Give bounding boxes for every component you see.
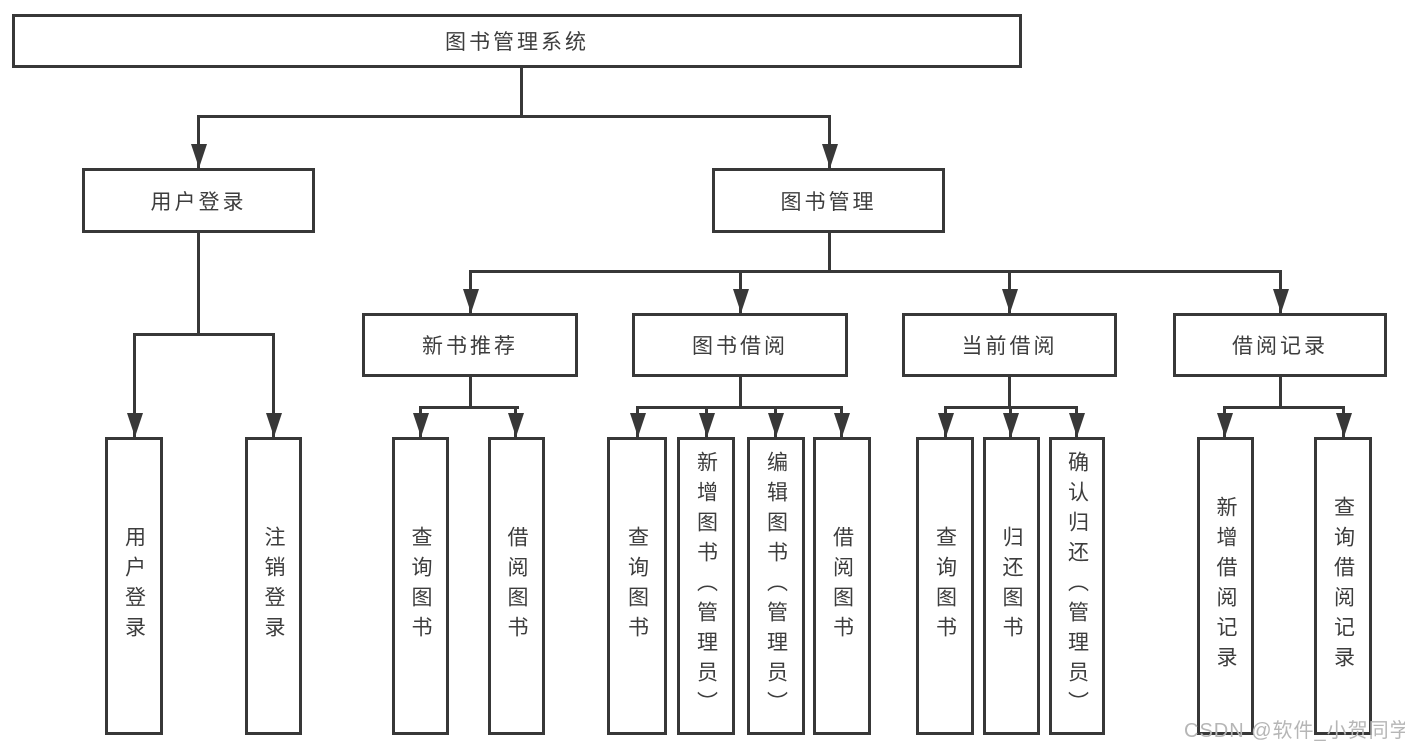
connector-line [197, 233, 200, 334]
node-borrow-records: 借阅记录 [1173, 313, 1387, 377]
connector-line [520, 68, 523, 117]
connector-line [1279, 377, 1282, 406]
node-book-borrow: 图书借阅 [632, 313, 848, 377]
connector-line [636, 406, 843, 409]
leaf-query-books-1: 查询图书 [392, 437, 449, 735]
connector-line [133, 336, 136, 437]
connector-line [469, 377, 472, 406]
leaf-add-borrow-record: 新增借阅记录 [1197, 437, 1254, 735]
connector-line [944, 406, 1078, 409]
leaf-query-books-3: 查询图书 [916, 437, 974, 735]
connector-line [1008, 377, 1011, 406]
leaf-add-books: 新增图书（管理员） [677, 437, 735, 735]
arrow-down-icon [507, 413, 524, 437]
arrow-down-icon [698, 413, 715, 437]
arrow-down-icon [1002, 413, 1019, 437]
arrow-down-icon [937, 413, 954, 437]
leaf-return-books: 归还图书 [983, 437, 1040, 735]
connector-line [133, 333, 275, 336]
leaf-edit-books: 编辑图书（管理员） [747, 437, 805, 735]
node-new-books: 新书推荐 [362, 313, 578, 377]
connector-line [1223, 406, 1345, 409]
connector-line [739, 377, 742, 406]
arrow-down-icon [1335, 413, 1352, 437]
arrow-down-icon [767, 413, 784, 437]
connector-line [419, 406, 519, 409]
node-root: 图书管理系统 [12, 14, 1022, 68]
arrow-down-icon [629, 413, 646, 437]
connector-line [828, 118, 831, 168]
leaf-query-borrow-record: 查询借阅记录 [1314, 437, 1372, 735]
arrow-down-icon [821, 144, 838, 168]
connector-line [469, 270, 1282, 273]
node-book-mgmt: 图书管理 [712, 168, 945, 233]
csdn-watermark: CSDN @软件_小贺同学 [1184, 720, 1405, 742]
arrow-down-icon [1068, 413, 1085, 437]
arrow-down-icon [1216, 413, 1233, 437]
arrow-down-icon [190, 144, 207, 168]
leaf-user-login: 用户登录 [105, 437, 163, 735]
connector-line [828, 233, 831, 270]
arrow-down-icon [732, 289, 749, 313]
leaf-confirm-return: 确认归还（管理员） [1049, 437, 1105, 735]
connector-line [197, 115, 831, 118]
arrow-down-icon [462, 289, 479, 313]
leaf-logout: 注销登录 [245, 437, 302, 735]
connector-line [272, 336, 275, 437]
arrow-down-icon [1272, 289, 1289, 313]
arrow-down-icon [1001, 289, 1018, 313]
arrow-down-icon [412, 413, 429, 437]
leaf-query-books-2: 查询图书 [607, 437, 667, 735]
connector-line [197, 118, 200, 168]
arrow-down-icon [126, 413, 143, 437]
arrow-down-icon [265, 413, 282, 437]
node-user-login: 用户登录 [82, 168, 315, 233]
leaf-borrow-books-1: 借阅图书 [488, 437, 545, 735]
arrow-down-icon [833, 413, 850, 437]
leaf-borrow-books-2: 借阅图书 [813, 437, 871, 735]
node-current-borrow: 当前借阅 [902, 313, 1117, 377]
